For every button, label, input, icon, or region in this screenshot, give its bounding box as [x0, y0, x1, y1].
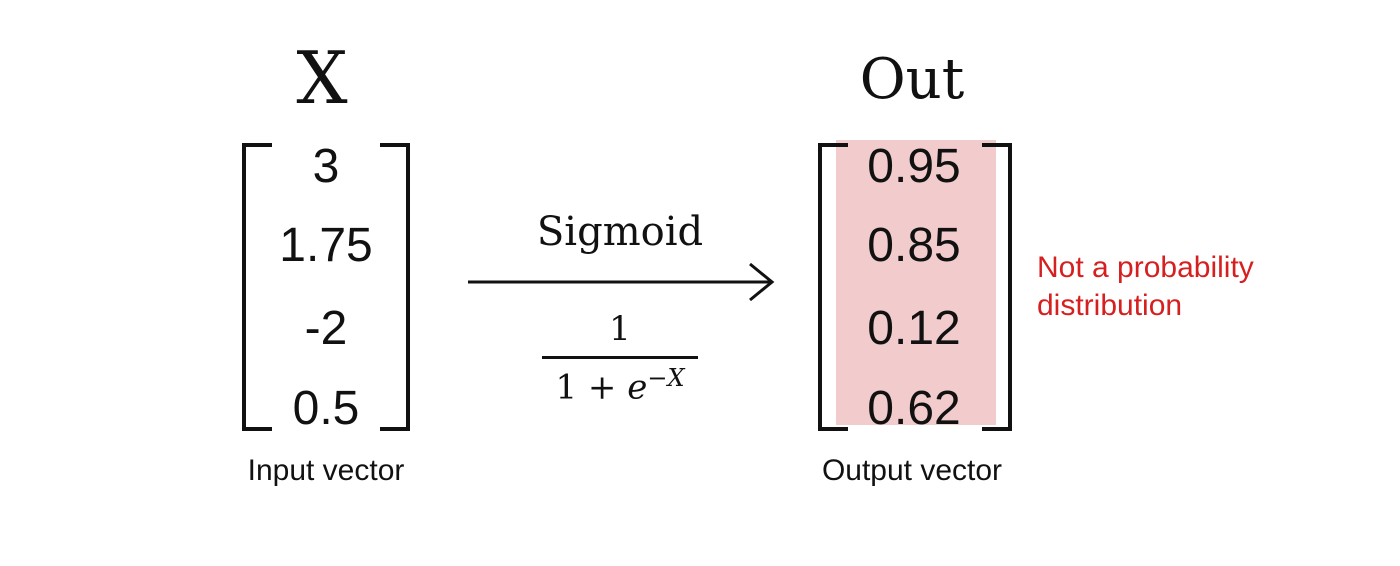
input-title: X: [296, 36, 348, 120]
output-value: 0.12: [867, 302, 961, 355]
output-value: 0.62: [867, 382, 961, 435]
formula-denominator-base: 1 +: [555, 367, 628, 408]
formula-denominator: 1 + e−X: [520, 366, 720, 404]
note-line: distribution: [1037, 288, 1183, 322]
input-left-bracket: [242, 143, 272, 431]
formula-denominator-exponent: −X: [647, 364, 685, 392]
output-value: 0.85: [867, 219, 961, 272]
formula-numerator: 1: [609, 309, 631, 349]
input-caption: Input vector: [247, 454, 405, 487]
output-highlight: [836, 140, 996, 425]
output-left-bracket: [818, 143, 848, 431]
input-value: 0.5: [292, 382, 360, 435]
formula-fraction-bar: [542, 356, 698, 359]
input-value: 1.75: [279, 219, 373, 272]
input-right-bracket: [380, 143, 410, 431]
output-caption: Output vector: [821, 454, 1003, 487]
note-annotation: Not a probability distribution: [1037, 249, 1337, 324]
input-value: -2: [304, 302, 348, 355]
output-title: Out: [859, 47, 965, 112]
output-right-bracket: [982, 143, 1012, 431]
output-value: 0.95: [867, 140, 961, 193]
formula-denominator-var: e: [627, 367, 648, 408]
transform-label: Sigmoid: [536, 209, 704, 255]
arrow-icon: [468, 262, 775, 302]
note-line: Not a probability: [1037, 251, 1254, 284]
input-value: 3: [312, 140, 340, 193]
